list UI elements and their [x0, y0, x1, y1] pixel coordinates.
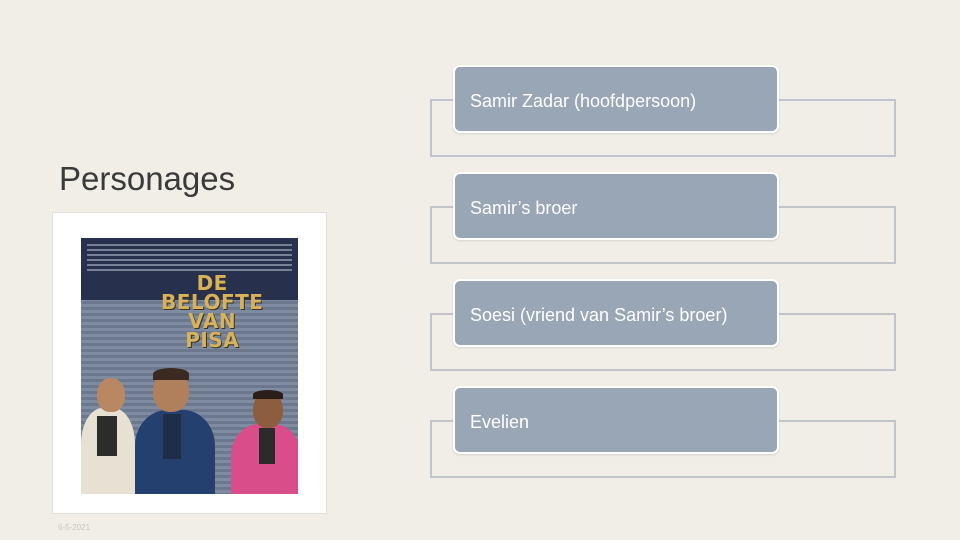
character-label: Samir Zadar (hoofdpersoon)	[470, 91, 697, 111]
character-box-samirs-broer[interactable]: Samir’s broer	[453, 172, 779, 240]
character-box-evelien[interactable]: Evelien	[453, 386, 779, 454]
connector-bracket-3	[430, 313, 896, 371]
slide-date: 6-5-2021	[58, 523, 91, 532]
connector-bracket-1	[430, 99, 896, 157]
slide-title: Personages	[59, 160, 236, 197]
connector-bracket-4	[430, 420, 896, 478]
poster-credits-lines	[87, 244, 292, 274]
character-label: Soesi (vriend van Samir’s broer)	[470, 305, 728, 325]
character-box-soesi[interactable]: Soesi (vriend van Samir’s broer)	[453, 279, 779, 347]
character-label: Evelien	[470, 412, 530, 432]
poster-credits-band	[81, 238, 298, 300]
connector-bracket-2	[430, 206, 896, 264]
character-label: Samir’s broer	[470, 198, 578, 218]
character-box-samir-zadar[interactable]: Samir Zadar (hoofdpersoon)	[453, 65, 779, 133]
